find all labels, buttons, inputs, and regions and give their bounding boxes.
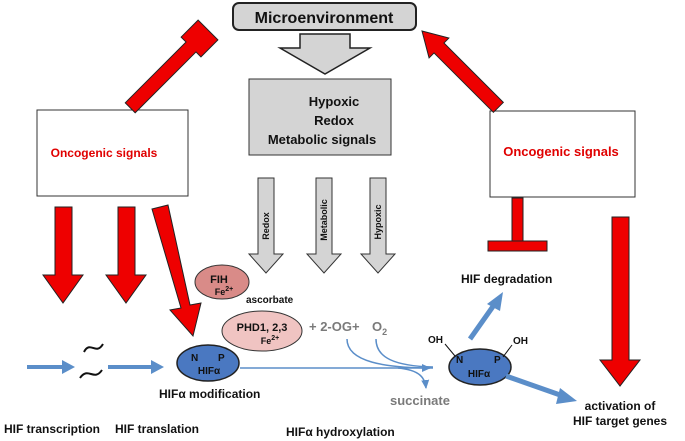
signals-line-metabolic: Metabolic signals	[268, 132, 376, 147]
translation-arrow-head	[151, 360, 164, 374]
red-arrow-modification	[151, 204, 202, 338]
hif-translation-label: HIF translation	[115, 422, 199, 436]
mrna-squiggle-bottom	[79, 369, 103, 379]
hif-left-n: N	[191, 353, 198, 364]
hif-protein-left	[176, 344, 240, 382]
degradation-arrow	[467, 303, 497, 341]
left-up-red-arrow	[124, 19, 219, 114]
activation-line2: HIF target genes	[573, 414, 667, 428]
right-oncogenic-label: Oncogenic signals	[503, 144, 619, 159]
microenvironment-box	[232, 2, 417, 31]
signals-line-hypoxic: Hypoxic	[309, 94, 360, 109]
o2-label: O2	[372, 319, 387, 337]
hypoxic-arrow: Hypoxic	[359, 177, 397, 274]
oh-left-label: OH	[428, 335, 443, 346]
o2-curve-arrow	[375, 338, 434, 368]
og-curve-arrow	[346, 338, 434, 369]
phd-enzyme	[221, 310, 303, 352]
red-arrow-transcription	[42, 206, 84, 304]
redox-arrow-label: Redox	[261, 212, 271, 240]
mrna-squiggle-top	[83, 343, 104, 353]
inhibition-bar	[487, 197, 548, 252]
metabolic-arrow: Metabolic	[305, 177, 343, 274]
hif-right-name: HIFα	[468, 369, 491, 380]
left-oncogenic-box	[36, 109, 189, 197]
oh-bond-left	[444, 343, 456, 357]
hif-left-name: HIFα	[198, 366, 221, 377]
fih-label: FIH	[210, 274, 228, 286]
activation-line1: activation of	[585, 399, 657, 413]
phd-label: PHD1, 2,3	[237, 322, 288, 334]
hif-right-n: N	[456, 355, 463, 366]
hif-protein-right	[448, 348, 512, 386]
phd-cofactor: Fe2+	[261, 335, 280, 346]
activation-arrow-head	[556, 388, 577, 404]
down-block-arrow	[277, 33, 373, 75]
hif-right-p: P	[494, 355, 501, 366]
succinate-curve-arrow	[397, 367, 430, 389]
fih-cofactor: Fe2+	[215, 286, 234, 297]
hif-left-p: P	[218, 353, 225, 364]
oh-right-label: OH	[513, 336, 528, 347]
redox-arrow: Redox	[247, 177, 285, 274]
red-arrow-translation	[105, 206, 147, 304]
degradation-arrow-head	[487, 292, 503, 311]
hif-hydroxylation-label: HIFα hydroxylation	[286, 425, 395, 439]
signals-line-redox: Redox	[314, 113, 355, 128]
hif-degradation-label: HIF degradation	[461, 272, 552, 286]
hif-transcription-label: HIF transcription	[4, 422, 100, 436]
metabolic-arrow-label: Metabolic	[319, 199, 329, 241]
left-oncogenic-label: Oncogenic signals	[51, 146, 158, 160]
signals-box	[248, 78, 392, 156]
hif-modification-label: HIFα modification	[159, 387, 260, 401]
red-arrow-activation	[598, 216, 642, 387]
oh-bond-right	[502, 344, 513, 358]
fih-enzyme	[194, 264, 250, 300]
transcription-arrow-head	[62, 360, 75, 374]
microenvironment-label: Microenvironment	[255, 10, 394, 27]
right-oncogenic-box	[489, 110, 636, 198]
og-label: + 2-OG+	[309, 319, 360, 334]
right-up-red-arrow	[421, 30, 505, 114]
hypoxic-arrow-label: Hypoxic	[373, 204, 383, 239]
ascorbate-label: ascorbate	[246, 295, 294, 306]
succinate-label: succinate	[390, 393, 450, 408]
activation-arrow	[505, 373, 564, 399]
